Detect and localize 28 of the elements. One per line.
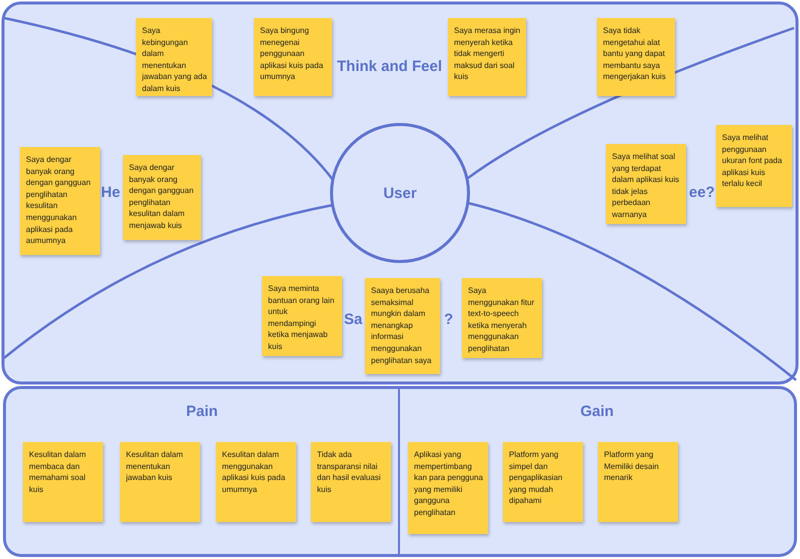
section-label: ?	[444, 311, 454, 328]
sticky-note: Saya kebingungan dalam menentukan jawaban yang ada dalam kuis	[136, 18, 212, 96]
sticky-note: Saya tidak mengetahui alat bantu yang dapat membantu saya mengerjakan kuis	[597, 18, 675, 96]
section-label: He	[101, 184, 120, 201]
section-label: Think and Feel	[337, 58, 442, 75]
sticky-note: Saya melihat soal yang terdapat dalam aplikasi kuis tidak jelas perbedaan warnanya	[606, 144, 686, 224]
section-panel	[400, 386, 797, 557]
panel-heading: Pain	[185, 403, 219, 420]
sticky-note: Saya bingung menegenai penggunaan aplikasi kuis pada umumnya	[254, 18, 332, 96]
section-label: ee?	[689, 184, 715, 201]
sticky-note: Saya melihat penggunaan ukuran font pada aplikasi kuis terlalu kecil	[716, 125, 792, 207]
section-label: Sa	[344, 311, 362, 328]
sticky-note: Saya meminta bantuan orang lain untuk mendampingi ketika menjawab kuis	[262, 276, 342, 356]
user-label: User	[383, 184, 417, 202]
sticky-note: Saaya berusaha semaksimal mungkin dalam menangkap informasi menggunakan penglihatan saya	[365, 278, 440, 374]
sticky-note: Saya menggunakan fitur text-to-speech ketika menyerah menggunakan penglihatan	[462, 278, 542, 358]
sticky-note: Platform yang Memiliki desain menarik	[598, 442, 678, 522]
sticky-note: Saya dengar banyak orang dengan gangguan penglihatan kesulitan menggunakan aplikasi pada aumumnya	[20, 147, 100, 255]
section-panel	[3, 386, 400, 557]
sticky-note: Kesulitan dalam menggunakan aplikasi kuis pada umumnya	[216, 442, 296, 522]
sticky-note: Saya merasa ingin menyerah ketika tidak mengerti maksud dari soal kuis	[448, 18, 526, 96]
sticky-note: Tidak ada transparansi nilai dan hasil evaluasi kuis	[311, 442, 391, 522]
sticky-note: Aplikasi yang mempertimbang kan para pengguna yang memiliki gangguna penglihatan	[408, 442, 488, 534]
panel-heading: Gain	[579, 403, 615, 420]
sticky-note: Saya dengar banyak orang dengan gangguan penglihatan kesulitan dalam menjawab kuis	[123, 155, 201, 240]
sticky-note: Platform yang simpel dan pengaplikasian yang mudah dipahami	[503, 442, 583, 522]
sticky-note: Kesulitan dalam menentukan jawaban kuis	[120, 442, 200, 522]
sticky-note: Kesulitan dalam membaca dan memahami soal kuis	[23, 442, 103, 522]
